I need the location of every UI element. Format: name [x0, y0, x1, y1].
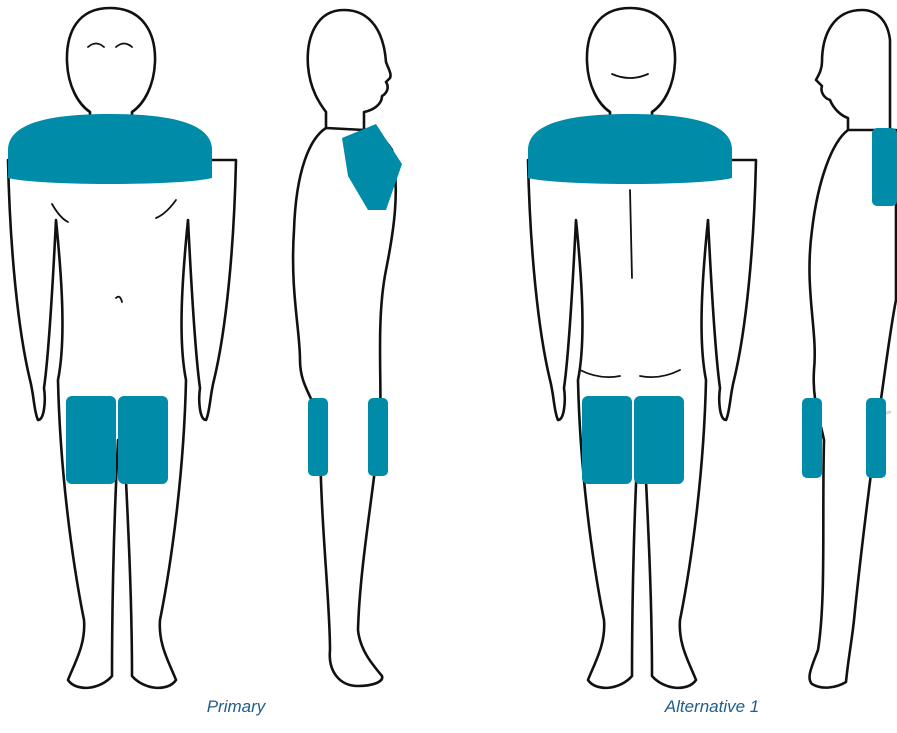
- back-shoulder-area: [528, 114, 732, 184]
- front-view-figure: [8, 8, 236, 688]
- side1-thigh-back-area: [308, 398, 328, 476]
- caption-primary: Primary: [136, 697, 336, 717]
- side-view-figure-1: [293, 10, 402, 686]
- side-view-figure-2: [802, 10, 897, 688]
- side2-thigh-back-area: [866, 398, 886, 478]
- front-left-thigh-area: [118, 396, 168, 484]
- side2-thigh-front-area: [802, 398, 822, 478]
- back-view-figure: [528, 8, 756, 688]
- side2-head: [816, 10, 890, 132]
- back-right-thigh-area: [634, 396, 684, 484]
- side1-head: [308, 10, 391, 130]
- side1-thigh-front-area: [368, 398, 388, 476]
- caption-alternative: Alternative 1: [612, 697, 812, 717]
- side2-upper-back-area: [872, 128, 897, 206]
- front-right-thigh-area: [66, 396, 116, 484]
- back-left-thigh-area: [582, 396, 632, 484]
- front-shoulder-chest-area: [8, 114, 212, 184]
